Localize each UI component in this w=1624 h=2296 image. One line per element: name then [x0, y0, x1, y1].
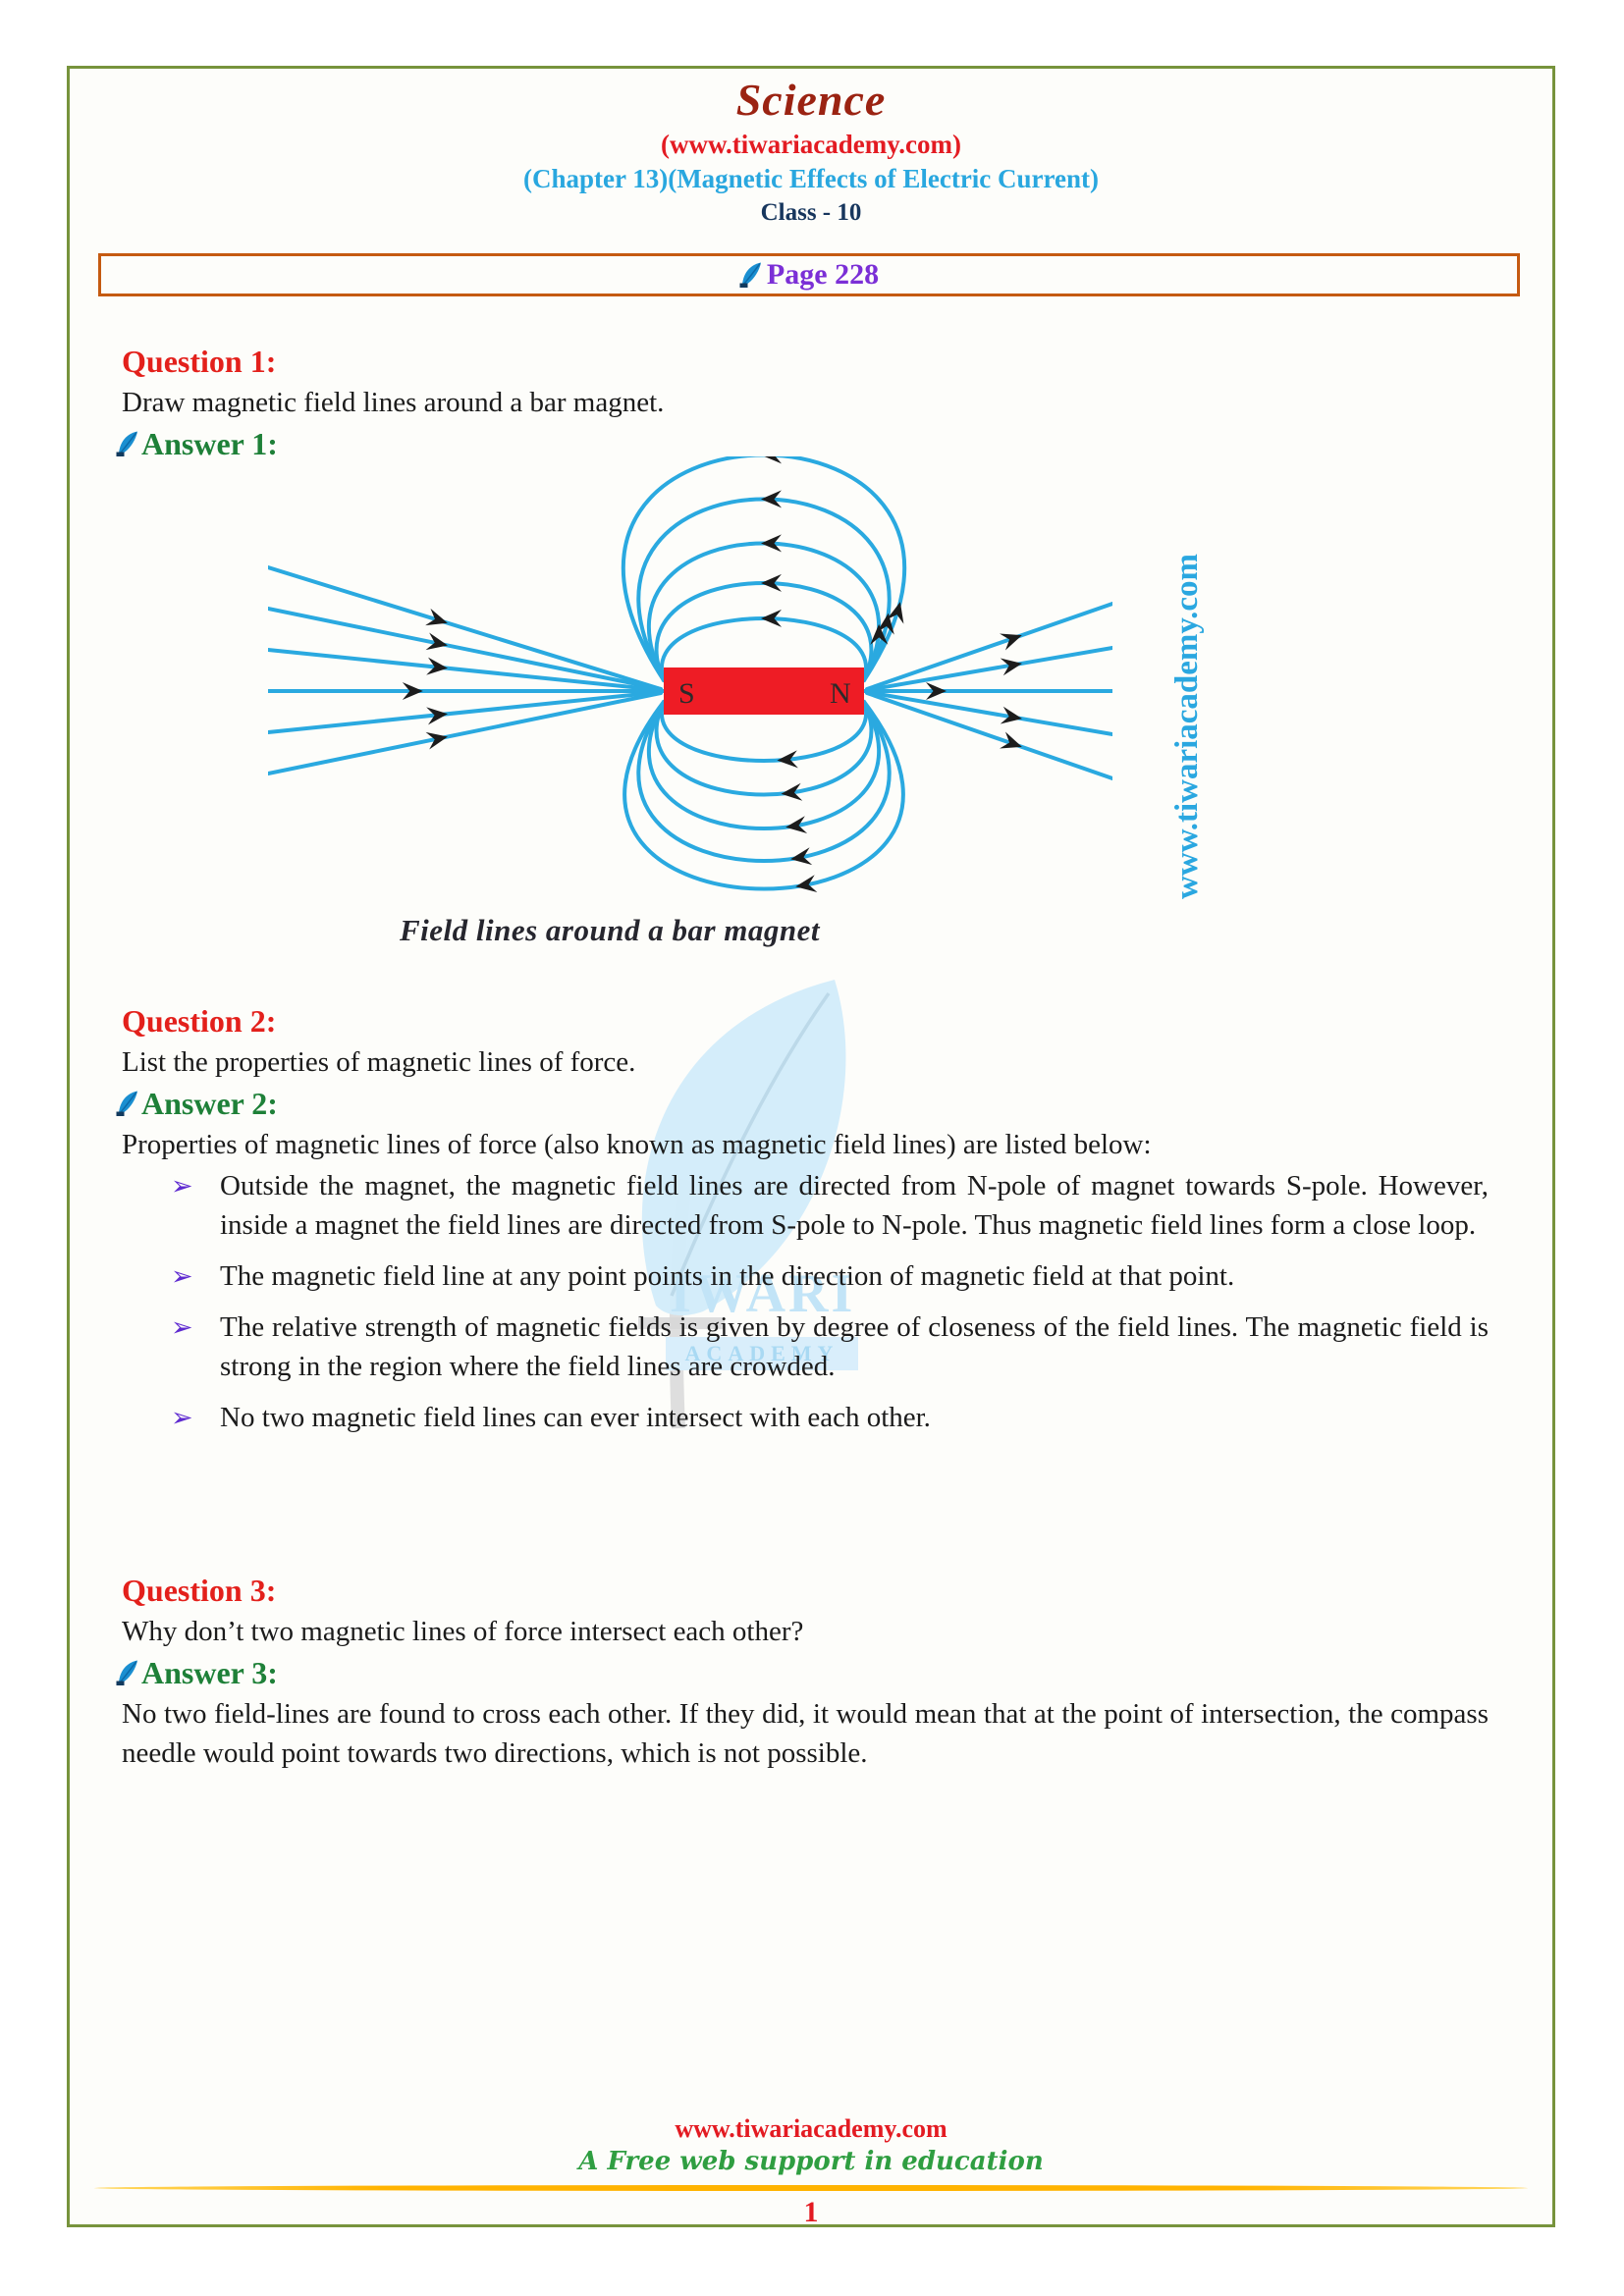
magnet-north-label: N — [830, 677, 851, 710]
field-arrowhead — [425, 731, 448, 750]
bullet-text: The relative strength of magnetic fields… — [220, 1311, 1489, 1382]
field-arrowhead — [785, 816, 808, 834]
question-3-label: Question 3: — [122, 1573, 277, 1608]
bar-magnet-field-diagram: S N — [266, 446, 1114, 908]
field-arrowhead — [425, 608, 448, 626]
page-number: 1 — [803, 2196, 819, 2228]
footer-divider — [94, 2185, 1528, 2191]
page-title: Science — [735, 75, 887, 125]
answer-1-label: Answer 1: — [122, 422, 1489, 465]
question-3-text: Why don’t two magnetic lines of force in… — [122, 1616, 804, 1647]
watermark-text-tiwari: IWARI — [670, 1263, 856, 1324]
page-footer: www.tiwariacademy.com A Free web support… — [70, 2112, 1552, 2234]
bullet-text: No two magnetic field lines can ever int… — [220, 1402, 931, 1433]
field-arrowhead — [1000, 706, 1022, 724]
chapter-subtitle: (Chapter 13)(Magnetic Effects of Electri… — [522, 164, 1100, 193]
page-banner-label: Page 228 — [766, 258, 880, 291]
question-3-block: Question 3: Why don’t two magnetic lines… — [122, 1569, 1489, 1773]
field-arrowhead — [760, 573, 783, 592]
bullet-arrow-icon: ➢ — [171, 1261, 193, 1291]
question-2-block: Question 2: List the properties of magne… — [122, 999, 1489, 1449]
field-arrowhead — [876, 613, 894, 635]
field-arrowhead — [1000, 658, 1022, 676]
field-arrowhead — [1000, 633, 1022, 651]
bullet-item: ➢ The relative strength of magnetic field… — [122, 1308, 1489, 1386]
field-arrowhead — [790, 847, 813, 866]
page-header: Science (www.tiwariacademy.com) (Chapter… — [70, 73, 1552, 230]
field-arrowhead — [761, 490, 783, 508]
question-2-label: Question 2: — [122, 1003, 277, 1039]
feather-leaf-icon — [638, 980, 846, 1429]
question-1-text: Draw magnetic field lines around a bar m… — [122, 387, 665, 418]
answer-2-bullet-list: ➢ Outside the magnet, the magnetic field … — [122, 1166, 1489, 1437]
quill-icon — [116, 1090, 139, 1117]
magnet-south-label: S — [678, 677, 695, 710]
class-subtitle: Class - 10 — [760, 199, 862, 226]
footer-tagline: A Free web support in education — [578, 2147, 1044, 2176]
field-arrowhead — [926, 682, 947, 700]
question-2-text: List the properties of magnetic lines of… — [122, 1046, 636, 1078]
quill-icon — [739, 261, 763, 289]
bullet-item: ➢ The magnetic field line at any point po… — [122, 1256, 1489, 1296]
bullet-text: Outside the magnet, the magnetic field l… — [220, 1170, 1489, 1241]
answer-2-label: Answer 2: — [122, 1082, 1489, 1125]
bullet-item: ➢ No two magnetic field lines can ever in… — [122, 1398, 1489, 1437]
quill-icon — [116, 430, 139, 457]
field-arrowhead — [760, 609, 783, 627]
field-arrowhead — [426, 657, 448, 675]
footer-site-link[interactable]: www.tiwariacademy.com — [675, 2114, 947, 2143]
answer-2-intro: Properties of magnetic lines of force (a… — [122, 1129, 1152, 1160]
bullet-text: The magnetic field line at any point poi… — [220, 1260, 1235, 1292]
question-1-block: Question 1: Draw magnetic field lines ar… — [122, 340, 1489, 465]
watermark-vertical-site: www.tiwariacademy.com — [1169, 554, 1205, 899]
quill-icon — [116, 1659, 139, 1686]
bullet-arrow-icon: ➢ — [171, 1171, 193, 1201]
bullet-arrow-icon: ➢ — [171, 1312, 193, 1342]
bar-magnet — [664, 667, 864, 715]
header-site-link[interactable]: (www.tiwariacademy.com) — [661, 130, 961, 159]
bullet-arrow-icon: ➢ — [171, 1403, 193, 1432]
watermark-logo: IWARI ACADEMY — [587, 972, 882, 1463]
page-frame: IWARI ACADEMY Science (www.tiwariacademy… — [67, 66, 1555, 2228]
answer-3-label: Answer 3: — [122, 1651, 1489, 1694]
diagram-caption: Field lines around a bar magnet — [399, 913, 821, 947]
field-arrowhead — [781, 782, 803, 801]
page-banner-box: Page 228 — [98, 253, 1520, 296]
field-arrowhead — [886, 602, 904, 624]
field-arrowhead — [777, 750, 798, 769]
question-1-label: Question 1: — [122, 344, 277, 379]
field-arrowhead — [760, 534, 783, 553]
field-arrowhead — [795, 875, 818, 893]
answer-3-text: No two field-lines are found to cross ea… — [122, 1698, 1489, 1769]
bullet-item: ➢ Outside the magnet, the magnetic field … — [122, 1166, 1489, 1245]
field-arrowhead — [426, 707, 448, 725]
field-arrowhead — [1000, 731, 1022, 749]
field-arrowhead — [425, 632, 448, 651]
watermark-text-academy: ACADEMY — [666, 1337, 858, 1370]
field-arrowhead — [402, 682, 423, 700]
field-arrowhead — [870, 623, 889, 645]
